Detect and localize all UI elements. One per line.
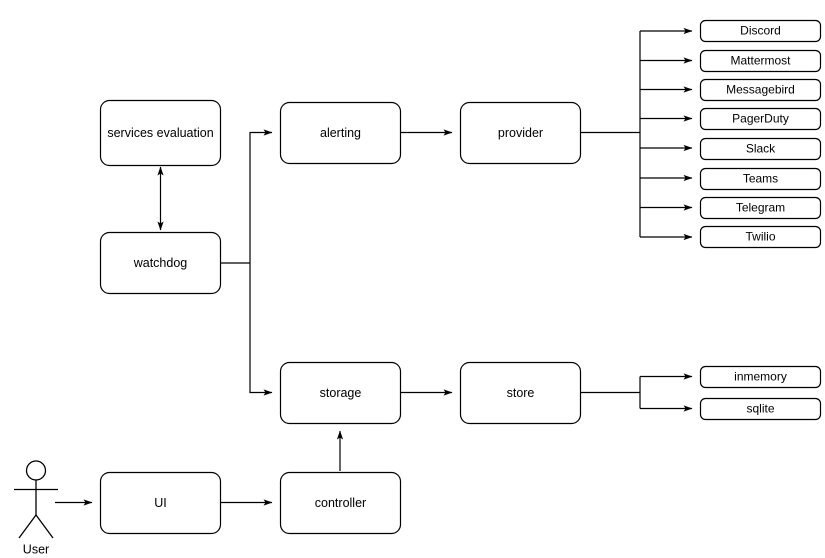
store-target-sqlite-label: sqlite	[746, 402, 774, 416]
provider-target-messagebird-label: Messagebird	[726, 83, 795, 97]
provider-target-teams[interactable]: Teams	[699, 167, 822, 191]
node-services-evaluation-label: services evaluation	[107, 126, 213, 140]
provider-target-mattermost-label: Mattermost	[730, 54, 791, 68]
provider-target-teams-label: Teams	[743, 172, 778, 186]
provider-target-discord-box[interactable]	[699, 19, 822, 43]
provider-target-pagerduty[interactable]: PagerDuty	[699, 107, 822, 131]
provider-target-slack-box[interactable]	[699, 137, 822, 161]
provider-target-twilio-box[interactable]	[699, 225, 822, 249]
provider-target-slack[interactable]: Slack	[699, 137, 822, 161]
node-services-evaluation-box[interactable]	[99, 99, 222, 167]
node-storage[interactable]: storage	[279, 361, 402, 425]
node-watchdog-label: watchdog	[133, 256, 188, 270]
provider-target-pagerduty-box[interactable]	[699, 107, 822, 131]
actor-user: User	[14, 460, 58, 556]
store-target-inmemory[interactable]: inmemory	[699, 365, 822, 389]
provider-target-twilio-label: Twilio	[745, 230, 775, 244]
provider-target-telegram-label: Telegram	[736, 201, 785, 215]
store-target-inmemory-box[interactable]	[699, 365, 822, 389]
node-store[interactable]: store	[459, 361, 582, 425]
store-target-sqlite[interactable]: sqlite	[699, 397, 822, 421]
node-store-box[interactable]	[459, 361, 582, 425]
node-controller[interactable]: controller	[279, 471, 402, 535]
provider-target-teams-box[interactable]	[699, 167, 822, 191]
node-watchdog-box[interactable]	[99, 231, 222, 295]
provider-target-discord-label: Discord	[740, 24, 781, 38]
edge-watchdog-alerting	[249, 129, 273, 263]
node-services-evaluation[interactable]: services evaluation	[99, 99, 222, 167]
node-controller-box[interactable]	[279, 471, 402, 535]
node-provider-label: provider	[498, 126, 543, 140]
provider-target-mattermost[interactable]: Mattermost	[699, 49, 822, 73]
node-controller-label: controller	[315, 496, 366, 510]
edge-watchdog-storage	[249, 263, 273, 396]
node-provider[interactable]: provider	[459, 101, 582, 165]
actor-leg-left	[18, 514, 37, 539]
node-watchdog[interactable]: watchdog	[99, 231, 222, 295]
provider-target-telegram[interactable]: Telegram	[699, 196, 822, 220]
node-alerting-box[interactable]	[279, 101, 402, 165]
store-target-inmemory-label: inmemory	[734, 370, 787, 384]
provider-target-slack-label: Slack	[746, 142, 776, 156]
node-storage-box[interactable]	[279, 361, 402, 425]
node-store-label: store	[507, 386, 535, 400]
store-target-sqlite-box[interactable]	[699, 397, 822, 421]
provider-target-messagebird-box[interactable]	[699, 78, 822, 102]
node-storage-label: storage	[320, 386, 362, 400]
provider-target-mattermost-box[interactable]	[699, 49, 822, 73]
node-alerting[interactable]: alerting	[279, 101, 402, 165]
node-ui[interactable]: UI	[99, 471, 222, 535]
provider-target-telegram-box[interactable]	[699, 196, 822, 220]
actor-head-icon	[25, 460, 47, 481]
actor-leg-right	[35, 514, 54, 539]
node-alerting-label: alerting	[320, 126, 361, 140]
node-provider-box[interactable]	[459, 101, 582, 165]
provider-target-twilio[interactable]: Twilio	[699, 225, 822, 249]
node-ui-label: UI	[154, 496, 167, 510]
node-ui-box[interactable]	[99, 471, 222, 535]
actor-label: User	[23, 542, 49, 556]
provider-target-pagerduty-label: PagerDuty	[732, 112, 789, 126]
provider-target-discord[interactable]: Discord	[699, 19, 822, 43]
provider-target-messagebird[interactable]: Messagebird	[699, 78, 822, 102]
